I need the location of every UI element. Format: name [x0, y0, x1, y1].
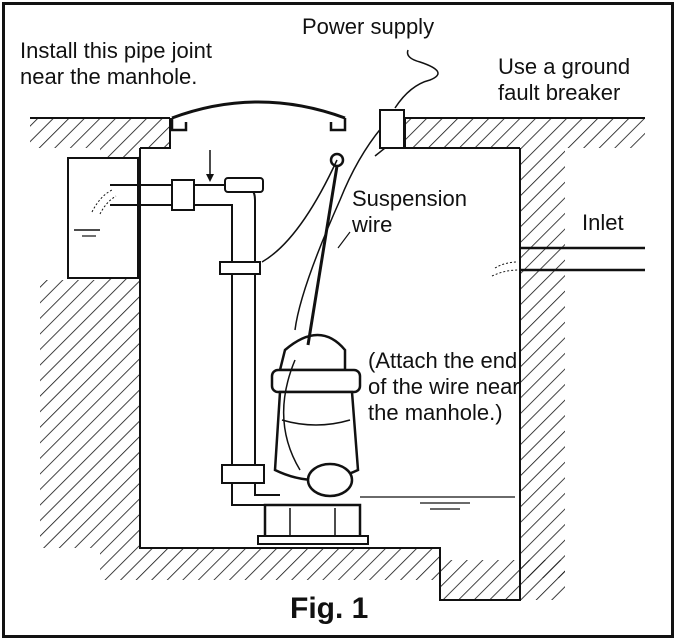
manhole-cover	[170, 100, 347, 132]
attach-note-line-2: of the wire near	[368, 374, 520, 399]
attach-note-label: (Attach the end of the wire near the man…	[368, 348, 520, 426]
water-level	[360, 496, 515, 510]
ground-fault-label: Use a ground fault breaker	[498, 54, 630, 106]
attach-note-line-3: the manhole.)	[368, 400, 503, 425]
suspension-wire-label: Suspension wire	[352, 186, 467, 238]
power-cable	[282, 49, 439, 471]
pit-floor	[100, 548, 440, 580]
wall-right	[520, 148, 565, 578]
pipe-joint-line-2: near the manhole.	[20, 64, 198, 89]
ground-fault-line-1: Use a ground	[498, 54, 631, 79]
submersible-pump	[257, 333, 369, 545]
suspension-wire-line-1: Suspension	[352, 186, 467, 211]
suspension-wire	[261, 152, 345, 346]
attach-note-line-1: (Attach the end	[368, 348, 518, 373]
inlet-pipe	[491, 246, 645, 277]
ground-right	[405, 118, 645, 148]
wall-left-outer	[40, 280, 100, 548]
discharge-pipe	[110, 150, 280, 506]
pipe-joint-line-1: Install this pipe joint	[20, 38, 212, 63]
ground-left	[30, 118, 170, 148]
ground-fault-line-2: fault breaker	[498, 80, 621, 105]
wall-right-lower	[440, 560, 565, 600]
pipe-joint	[171, 179, 195, 211]
float-switch	[306, 462, 354, 498]
pipe-valve	[219, 261, 261, 275]
breaker-box	[379, 109, 405, 149]
power-supply-label: Power supply	[302, 14, 435, 39]
discharge-tank	[67, 157, 139, 279]
figure-caption: Fig. 1	[290, 592, 369, 625]
inlet-label: Inlet	[582, 210, 624, 235]
suspension-wire-line-2: wire	[352, 212, 393, 237]
pipe-joint-label: Install this pipe joint near the manhole…	[20, 38, 212, 90]
